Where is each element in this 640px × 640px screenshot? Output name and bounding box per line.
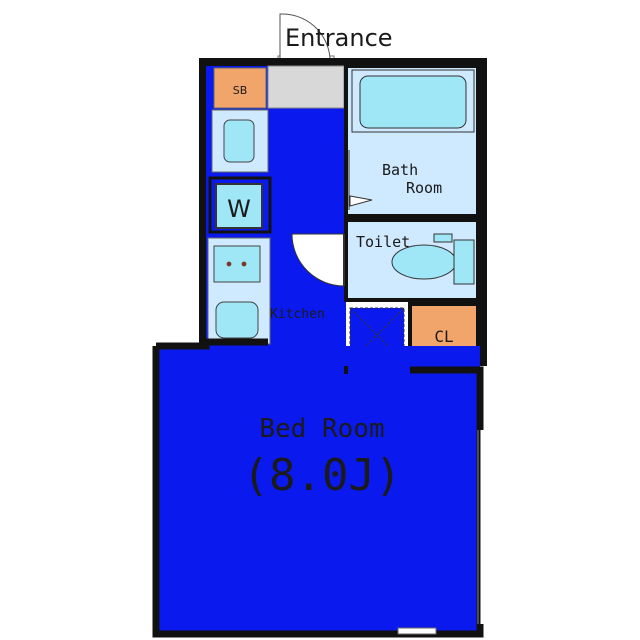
paper-holder-icon xyxy=(433,233,453,243)
stove-icon xyxy=(213,245,261,283)
bedroom-label: Bed Room xyxy=(259,414,384,444)
closet-label: CL xyxy=(434,327,453,346)
wash-basin xyxy=(223,119,255,163)
bathtub-icon xyxy=(359,75,467,129)
washer-label: W xyxy=(227,195,251,223)
toilet-label: Toilet xyxy=(356,233,410,251)
entrance-label: Entrance xyxy=(285,24,393,52)
washer-icon xyxy=(215,183,263,229)
burner-right xyxy=(241,261,247,267)
toilet-tank-icon xyxy=(453,239,475,285)
bed-room-wall xyxy=(152,338,484,638)
bedroom-size-label: (8.0J) xyxy=(243,450,402,501)
shoe-box xyxy=(213,67,267,109)
toilet-bowl-icon xyxy=(391,244,457,280)
kitchen-sink-icon xyxy=(215,301,259,339)
bath-label-line1: Bath xyxy=(382,161,418,179)
burner-left xyxy=(226,261,232,267)
toilet-door-swing xyxy=(291,233,345,287)
bed-room xyxy=(154,346,480,636)
bath-label-line2: Room xyxy=(406,179,442,197)
shoe-box-label: SB xyxy=(233,84,248,97)
fridge-diagonal-2 xyxy=(349,307,405,363)
kitchen-label: Kitchen xyxy=(270,307,325,322)
fridge-diagonal-1 xyxy=(349,307,405,363)
genkan-floor xyxy=(267,65,345,109)
bath-door-swing xyxy=(349,195,373,207)
bed-room-lower-window xyxy=(397,627,437,635)
